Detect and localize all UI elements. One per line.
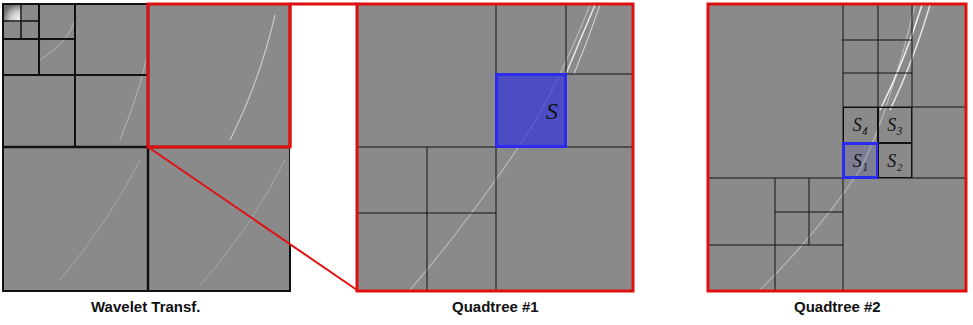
panel-caption: Wavelet Transf. [91, 298, 200, 315]
quadtree-cell: S₂ [878, 143, 912, 178]
block-symbol: S₂ [887, 152, 902, 170]
block-symbol: S₃ [887, 116, 902, 134]
block-symbol: S₄ [853, 116, 868, 134]
selected-block: S [495, 73, 567, 148]
selected-block: S₁ [842, 142, 879, 179]
quadtree-cell: S₃ [878, 107, 912, 143]
zoom-connector [148, 4, 357, 290]
block-symbol: S₁ [853, 152, 868, 170]
quadtree-cell: S₄ [843, 107, 878, 143]
panel-caption: Quadtree #2 [794, 298, 881, 315]
panel-caption: Quadtree #1 [452, 298, 539, 315]
block-symbol: S [546, 99, 558, 123]
quadtree-panel [708, 4, 966, 291]
wavelet-panel [3, 4, 290, 291]
quadtree-panel [357, 4, 633, 291]
